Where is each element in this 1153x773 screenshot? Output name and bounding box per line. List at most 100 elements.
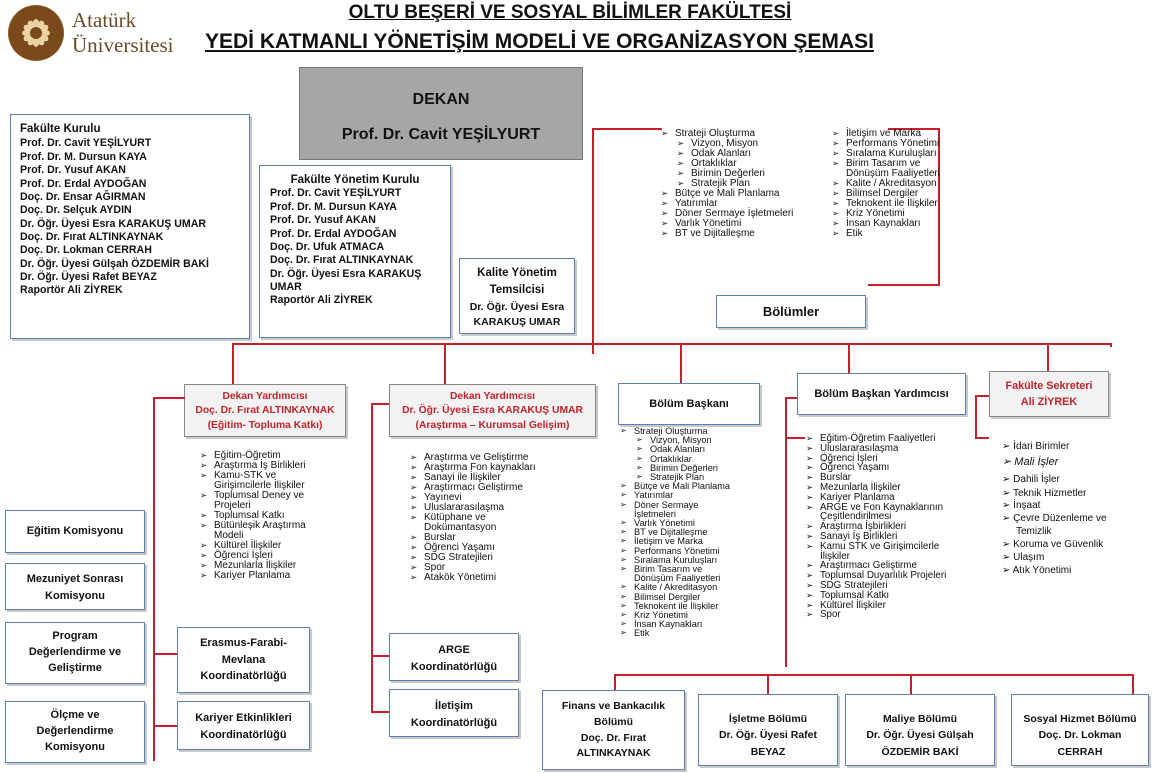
maliye-line2: Dr. Öğr. Üyesi Gülşah — [866, 729, 974, 742]
connector-line — [371, 711, 389, 713]
list-item: ➢ Çevre Düzenleme ve — [1002, 513, 1107, 525]
list-item: Çeşitlendirilmesi — [820, 511, 892, 523]
erasmus-line3: Koordinatörlüğü — [200, 670, 287, 682]
member: Doç. Dr. Ensar AĞIRMAN — [20, 190, 146, 203]
list-item: İlişkiler — [820, 550, 850, 562]
list-item: Strateji Oluşturma — [620, 426, 730, 436]
kalite-box: Kalite Yönetim Temsilcisi Dr. Öğr. Üyesi… — [459, 258, 575, 334]
list-item: Kültürel İlişkiler — [806, 600, 946, 611]
list-item-text: Teknik Hizmetler — [1012, 487, 1087, 499]
list-item: Bütçe ve Mali Planlama — [661, 189, 793, 199]
member: Prof. Dr. Erdal AYDOĞAN — [20, 177, 147, 190]
connector-line — [153, 397, 155, 761]
list-item: Vizyon, Misyon — [661, 139, 793, 149]
bolum-baskani-list: Strateji Oluşturma Vizyon, Misyon Odak A… — [620, 426, 730, 639]
isletme-line3: BEYAZ — [750, 745, 786, 758]
list-item: Etik — [832, 229, 940, 239]
connector-line — [785, 397, 787, 667]
list-item: ➢ İdari Birimler — [1002, 441, 1070, 452]
erasmus-box: Erasmus-Farabi- Mevlana Koordinatörlüğü — [177, 627, 310, 693]
list-item: Etik — [620, 629, 730, 638]
list-item: Bütünleşik Araştırma — [200, 521, 306, 531]
list-item: Burslar — [806, 473, 946, 483]
iletisim-box: İletişim Koordinatörlüğü — [389, 689, 519, 737]
mezuniyet-line1: Mezuniyet Sonrası — [26, 573, 124, 585]
list-item: Atakök Yönetimi — [410, 573, 536, 583]
dekan-yardimcisi-2-box: Dekan Yardımcısı Dr. Öğr. Üyesi Esra KAR… — [389, 384, 596, 437]
list-item: ➢ Mali İşler — [1002, 456, 1059, 468]
list-item: Uluslararasılaşma — [806, 443, 946, 454]
list-item-text: Dahili İşler — [1013, 473, 1060, 485]
list-item: Varlık Yönetimi — [661, 219, 793, 229]
arge-box: ARGE Koordinatörlüğü — [389, 633, 519, 681]
sosyal-hizmet-bolumu-box: Sosyal Hizmet Bölümü Doç. Dr. Lokman CER… — [1011, 694, 1149, 766]
egitim-komisyonu-box: Eğitim Komisyonu — [5, 510, 145, 553]
member: Dr. Öğr. Üyesi Esra KARAKUŞ UMAR — [20, 217, 207, 230]
member: Prof. Dr. Erdal AYDOĞAN — [270, 227, 397, 240]
list-item: Strateji Oluşturma — [661, 129, 793, 139]
list-item: Döner Sermaye — [620, 500, 730, 510]
member: Prof. Dr. Cavit YEŞİLYURT — [270, 187, 402, 200]
program-line2: Değerlendirme ve — [28, 645, 122, 658]
list-item: Mezunlarla İlişkiler — [806, 483, 946, 493]
maliye-line3: ÖZDEMİR BAKİ — [881, 745, 959, 758]
connector-line — [232, 343, 234, 385]
arge-line2: Koordinatörlüğü — [410, 660, 498, 673]
list-item: Yayınevi — [410, 493, 536, 503]
member: Doç. Dr. Fırat ALTINKAYNAK — [20, 230, 164, 243]
sosyal-line1: Sosyal Hizmet Bölümü — [1023, 713, 1137, 725]
list-item: Spor — [806, 610, 946, 620]
connector-line — [592, 128, 594, 354]
dy1-title: Dekan Yardımcısı — [222, 391, 308, 402]
sosyal-line3: CERRAH — [1057, 745, 1103, 758]
list-item: Dönüşüm Faaliyetleri — [634, 573, 721, 584]
dy2-area: (Araştırma – Kurumsal Gelişim) — [415, 419, 570, 431]
olcme-line2: Değerlendirme — [36, 724, 114, 737]
list-item: Sanayi İş Birlikleri — [806, 532, 946, 542]
list-item: Kütüphane ve — [410, 513, 536, 523]
list-item-text: Atık Yönetimi — [1012, 565, 1072, 577]
list-item: Teknokent ile İlişkiler — [620, 601, 730, 611]
connector-line — [785, 437, 805, 439]
erasmus-line1: Erasmus-Farabi- — [200, 637, 287, 649]
dy2-name: Dr. Öğr. Üyesi Esra KARAKUŞ UMAR — [402, 405, 583, 417]
connector-line — [614, 674, 1134, 676]
mezuniyet-line2: Komisyonu — [45, 589, 105, 602]
list-item-text: İdari Birimler — [1013, 441, 1070, 452]
connector-line — [232, 343, 1112, 345]
dy2-list: Araştırma ve Geliştirme Araştırma Fon ka… — [410, 453, 536, 583]
connector-line — [848, 343, 850, 373]
list-item: Öğrenci Yaşamı — [410, 543, 536, 553]
connector-line — [153, 725, 177, 727]
connector-line — [153, 653, 177, 655]
list-item-text: İnşaat — [1013, 500, 1041, 512]
list-item: Performans Yönetimi — [620, 546, 730, 556]
list-item: Araştırma İş Birlikleri — [200, 461, 306, 471]
dy1-area: (Eğitim- Topluma Katkı) — [207, 419, 323, 431]
connector-line — [1047, 343, 1049, 371]
list-item: Bütçe ve Mali Planlama — [620, 482, 730, 491]
strategy-list-right: İletişim ve Marka Performans Yönetimi Sı… — [832, 129, 940, 239]
finans-line2: Bölümü — [593, 715, 634, 728]
connector-line — [868, 284, 940, 286]
list-item: Birimin Değerleri — [661, 169, 793, 179]
bolumler-box: Bölümler — [716, 295, 866, 328]
connector-line — [1110, 343, 1112, 347]
list-item: ➢ Atık Yönetimi — [1002, 565, 1072, 577]
member: Doç. Dr. Lokman CERRAH — [20, 244, 152, 257]
list-item-text: Ulaşım — [1013, 552, 1045, 564]
list-item: Eğitim-Öğretim Faaliyetleri — [806, 434, 946, 444]
list-item: Öğrenci İşleri — [806, 453, 946, 464]
list-item: Temizlik — [1002, 525, 1107, 538]
list-item: Eğitim-Öğretim — [200, 451, 306, 461]
list-item: Performans Yönetimi — [832, 139, 940, 149]
list-item: ➢ Ulaşım — [1002, 552, 1045, 564]
list-item-text: Çevre Düzenleme ve — [1013, 513, 1107, 525]
list-item: ➢ İnşaat — [1002, 500, 1041, 512]
list-item: Teknokent ile İlişkiler — [832, 199, 940, 209]
iletisim-line2: Koordinatörlüğü — [410, 716, 498, 729]
list-item: Araştırmacı Geliştirme — [806, 561, 946, 571]
list-item: Kariyer Planlama — [806, 492, 946, 503]
connector-line — [785, 397, 797, 399]
list-item: SDG Stratejileri — [806, 581, 946, 591]
